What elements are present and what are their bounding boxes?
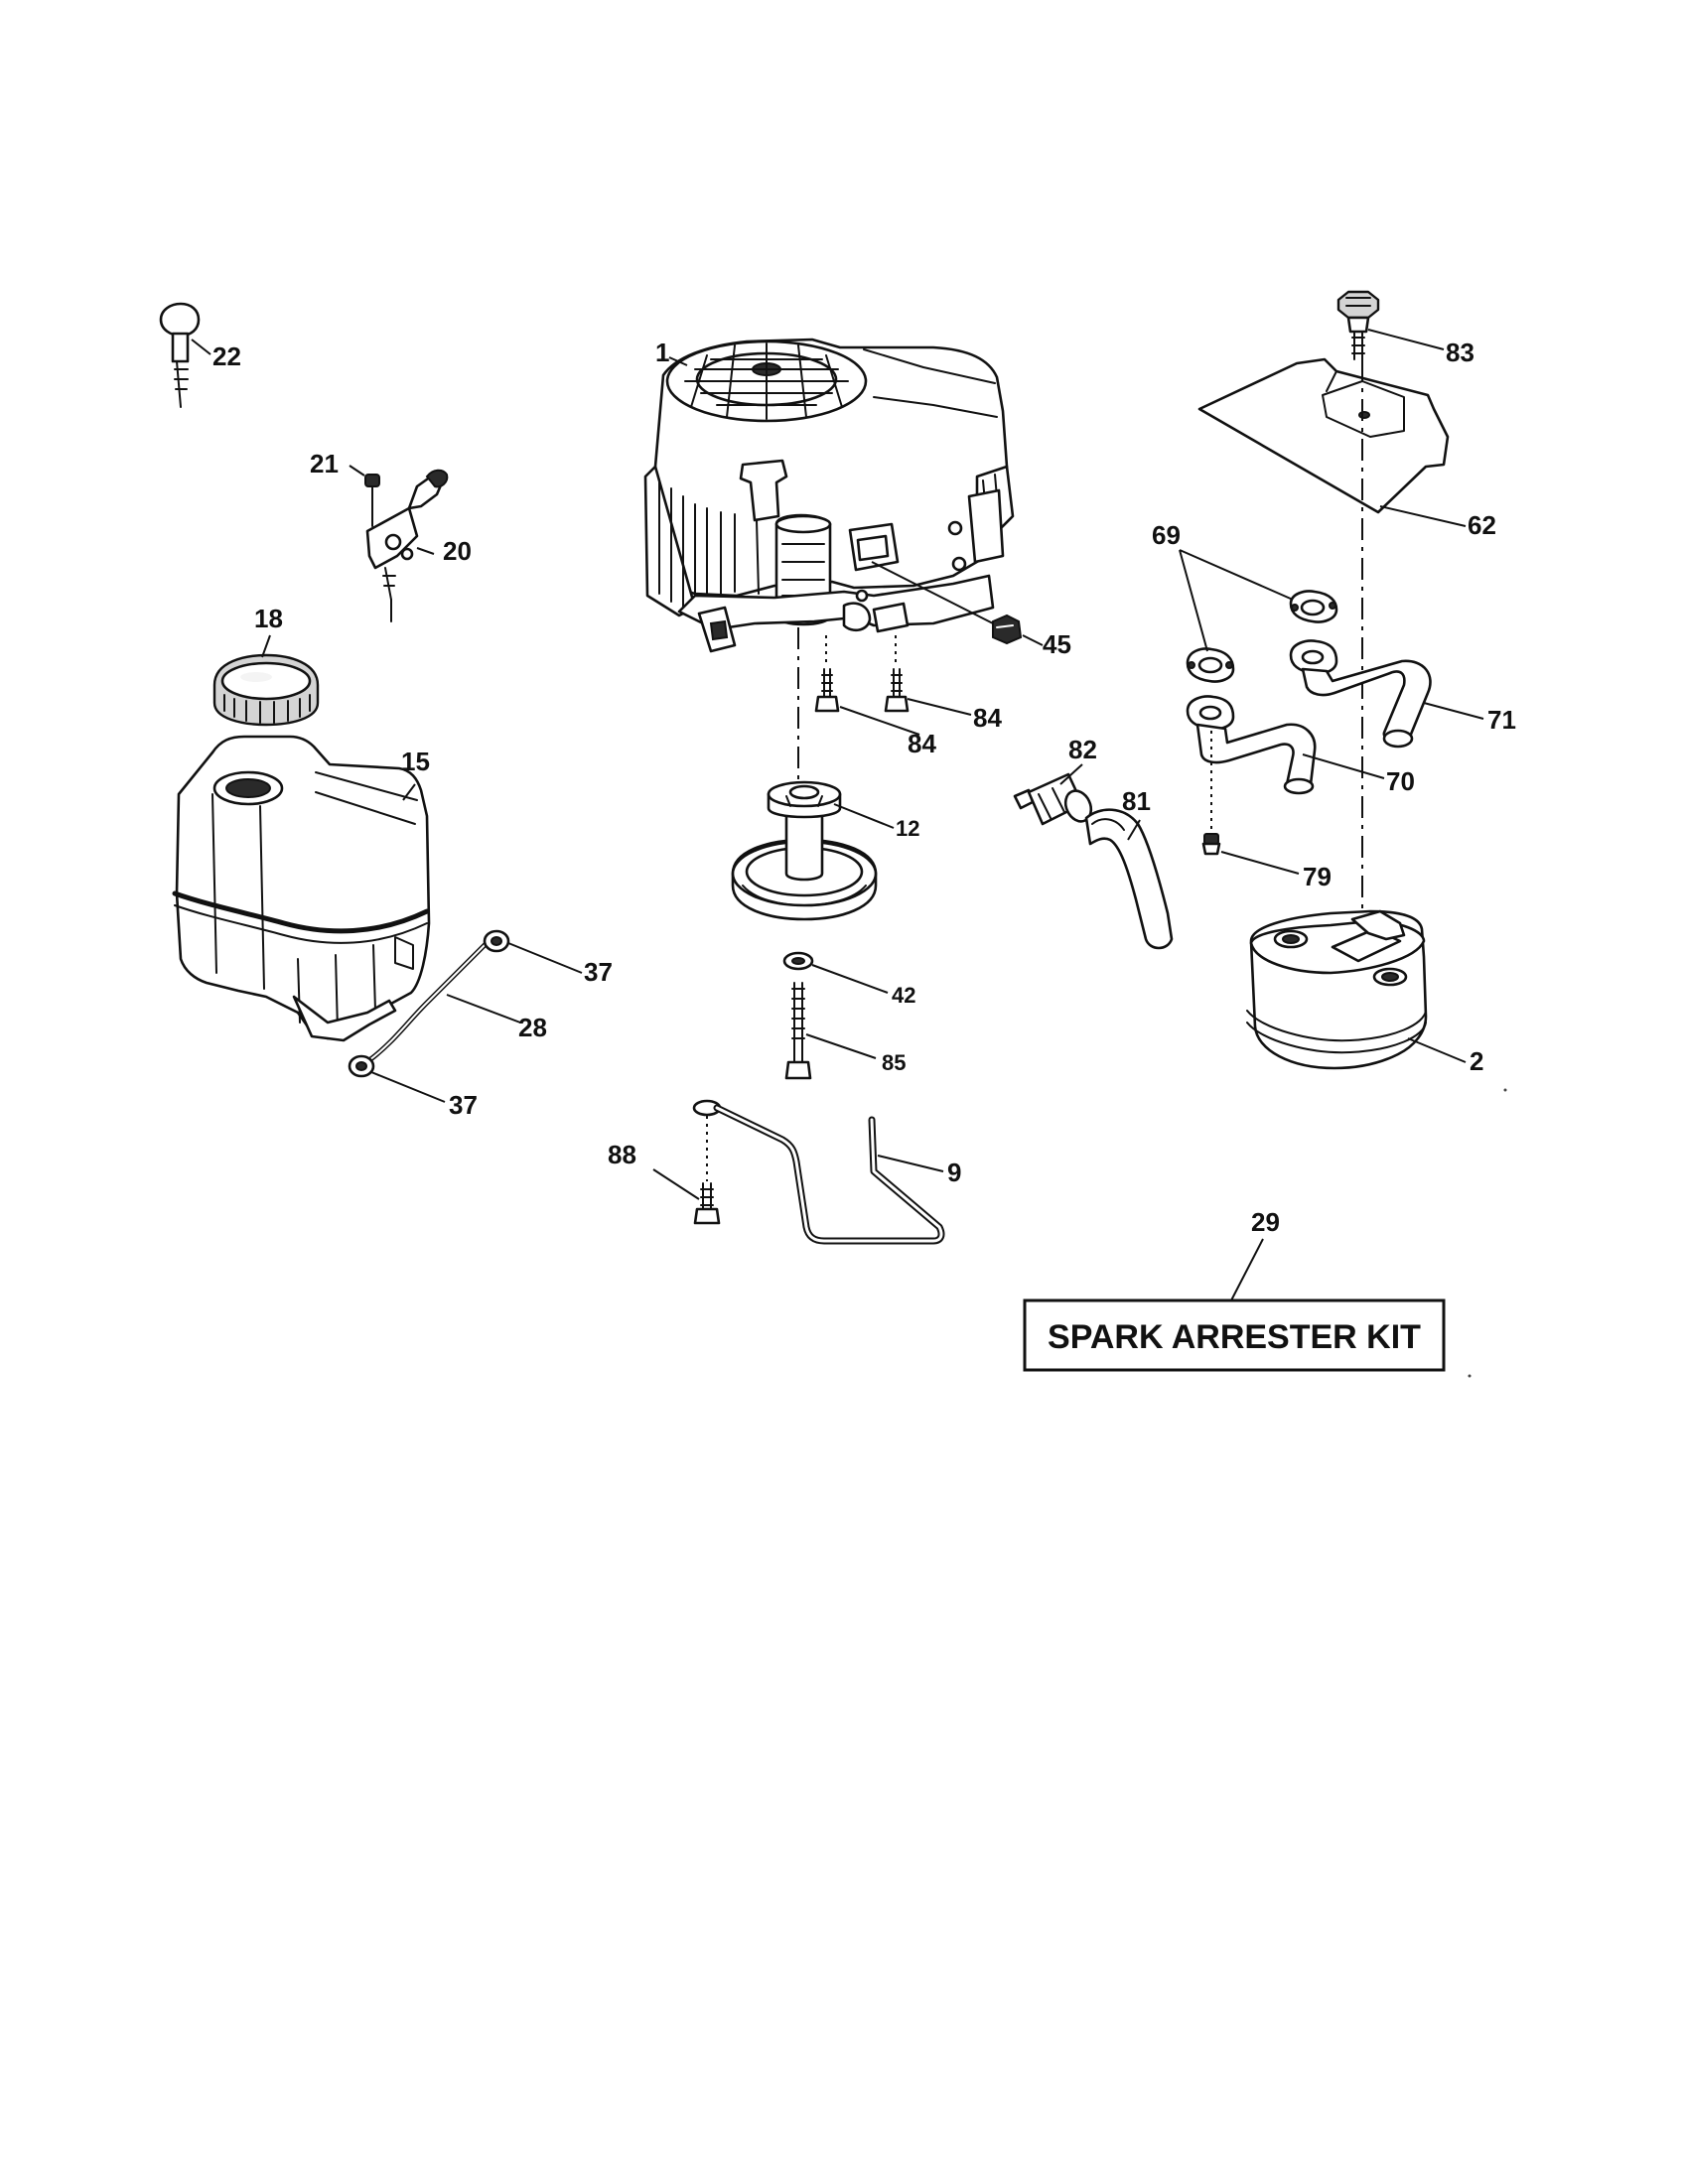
part-21-screw xyxy=(364,474,380,527)
callout-81: 81 xyxy=(1122,786,1151,816)
callout-21: 21 xyxy=(310,449,339,478)
callout-20: 20 xyxy=(443,536,472,566)
part-79-screw xyxy=(1201,833,1221,856)
part-83-bolt xyxy=(1336,290,1380,360)
callout-79: 79 xyxy=(1303,862,1332,891)
part-45-nut xyxy=(992,614,1023,645)
part-69-gasket-a xyxy=(1289,590,1338,623)
callout-85: 85 xyxy=(882,1050,906,1075)
part-82-fitting xyxy=(1013,772,1093,826)
leader-20 xyxy=(416,547,435,555)
callout-37-upper: 37 xyxy=(584,957,613,987)
leader-2 xyxy=(1407,1037,1467,1063)
callout-84-right: 84 xyxy=(973,703,1002,733)
spark-arrester-kit-box xyxy=(1023,1298,1446,1372)
part-37-clamp-upper xyxy=(483,929,510,953)
leader-45 xyxy=(1022,634,1044,646)
callout-9: 9 xyxy=(947,1158,961,1187)
callout-71: 71 xyxy=(1487,705,1516,735)
part-15-fuel-tank xyxy=(172,735,431,1042)
callout-62: 62 xyxy=(1468,510,1496,540)
leader-37b xyxy=(370,1071,446,1103)
leader-85 xyxy=(805,1033,877,1059)
callout-88: 88 xyxy=(608,1140,636,1169)
part-20-throttle-bracket xyxy=(365,469,449,622)
part-12-pulley xyxy=(731,780,878,921)
callout-37-lower: 37 xyxy=(449,1090,478,1120)
callout-83: 83 xyxy=(1446,338,1474,367)
leader-28 xyxy=(446,994,521,1024)
leader-81 xyxy=(1127,819,1141,841)
leader-69 xyxy=(1179,549,1294,652)
callout-15: 15 xyxy=(401,747,430,776)
callout-69: 69 xyxy=(1152,520,1181,550)
leader-1 xyxy=(668,356,688,366)
part-62-heat-shield xyxy=(1197,357,1450,514)
leader-12 xyxy=(833,803,895,829)
part-1-engine xyxy=(643,338,1015,653)
callout-12: 12 xyxy=(896,816,919,841)
callout-70: 70 xyxy=(1386,766,1415,796)
part-9-rod xyxy=(692,1099,945,1245)
callout-28: 28 xyxy=(518,1013,547,1042)
leader-42 xyxy=(811,964,889,994)
part-2-muffler xyxy=(1246,909,1428,1070)
leader-84a xyxy=(839,706,920,736)
part-22-knob xyxy=(159,302,201,408)
scan-dot xyxy=(1503,1088,1507,1092)
callout-29: 29 xyxy=(1251,1207,1280,1237)
part-37-clamp-lower xyxy=(348,1054,375,1078)
scan-dot xyxy=(1468,1374,1472,1378)
leader-18 xyxy=(261,634,271,658)
leader-37a xyxy=(507,942,583,974)
callout-18: 18 xyxy=(254,604,283,633)
callout-42: 42 xyxy=(892,983,915,1008)
leader-82 xyxy=(1059,763,1083,785)
part-42-washer xyxy=(782,951,814,971)
part-28-fuel-line xyxy=(366,940,490,1063)
leader-70 xyxy=(1302,753,1385,779)
callout-84-left: 84 xyxy=(908,729,936,758)
part-71-exhaust-pipe xyxy=(1289,639,1432,749)
part-84-bolt-a xyxy=(814,668,840,713)
part-85-bolt xyxy=(784,982,812,1080)
callout-2: 2 xyxy=(1470,1046,1483,1076)
leader-45-ref xyxy=(871,561,994,624)
part-84-bolt-b xyxy=(884,668,910,713)
leader-22 xyxy=(191,339,211,355)
part-81-hose xyxy=(1084,808,1174,950)
leader-83 xyxy=(1367,329,1445,350)
leader-29 xyxy=(1230,1238,1264,1301)
part-18-fuel-cap xyxy=(212,653,320,727)
spark-arrester-kit-label: SPARK ARRESTER KIT xyxy=(1048,1318,1421,1356)
leader-62 xyxy=(1379,505,1467,527)
leader-15 xyxy=(402,783,416,801)
leader-79 xyxy=(1220,851,1300,875)
leader-21 xyxy=(349,465,365,477)
part-88-bolt xyxy=(693,1182,721,1225)
part-70-exhaust-pipe xyxy=(1186,695,1317,795)
callout-45: 45 xyxy=(1043,629,1071,659)
leader-9 xyxy=(877,1155,944,1172)
callout-1: 1 xyxy=(655,338,669,367)
callout-22: 22 xyxy=(212,341,241,371)
callout-82: 82 xyxy=(1068,735,1097,764)
leader-71 xyxy=(1423,702,1484,720)
part-69-gasket-b xyxy=(1186,647,1235,683)
leader-88 xyxy=(652,1168,700,1200)
leader-84b xyxy=(907,698,972,716)
